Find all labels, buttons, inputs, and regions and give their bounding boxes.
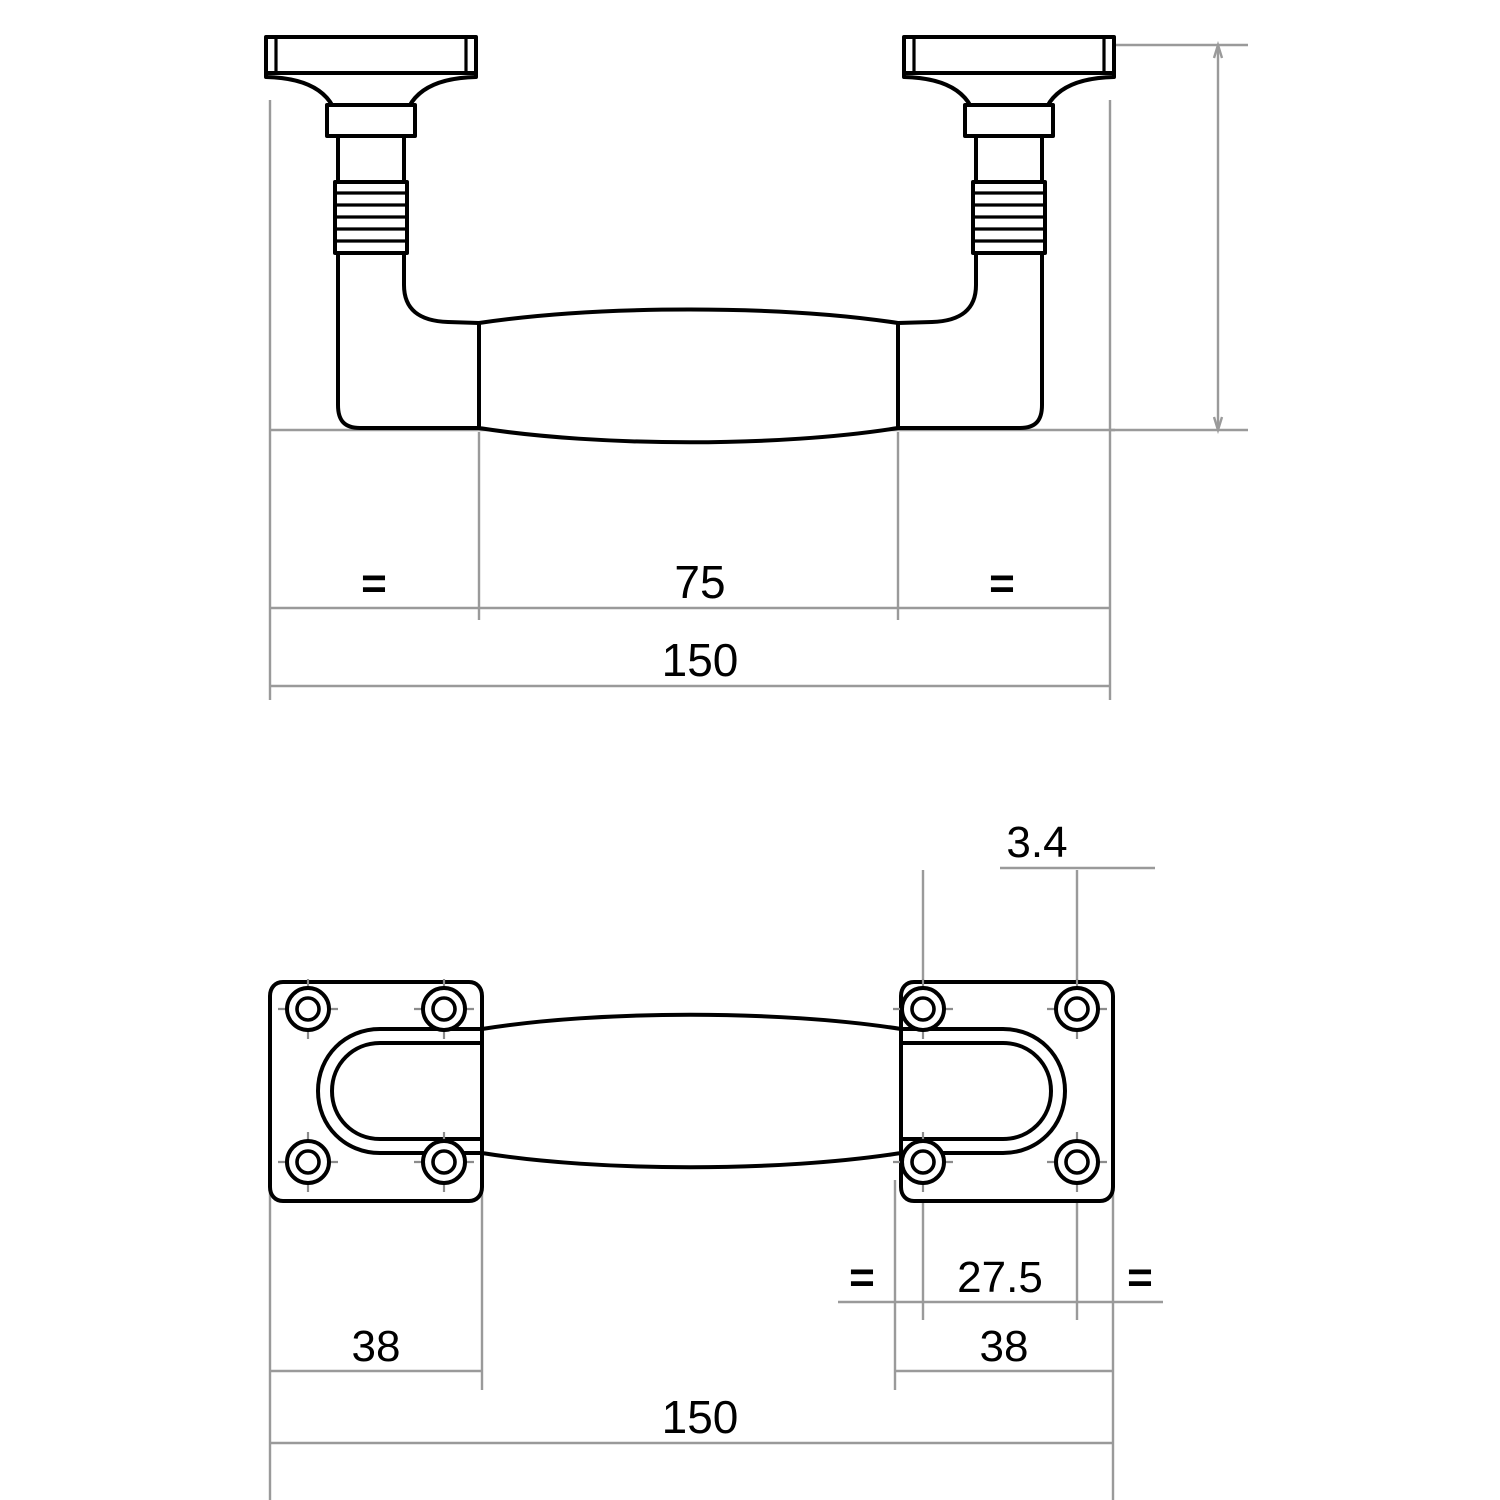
grip-barrel-outline: [477, 307, 900, 445]
right-plate-screw-hole-tr: [1047, 979, 1107, 1039]
dimension-equal-right-plan-label: =: [1127, 1253, 1153, 1302]
dimension-plate-width-38-left: 38: [270, 1322, 482, 1373]
right-rosette-assembly: [896, 35, 1116, 430]
dimension-plate-width-38-right: 38: [895, 1322, 1113, 1373]
plan-right-plate: [893, 979, 1115, 1203]
dimension-equal-left-label: =: [361, 559, 387, 608]
right-plate-screw-hole-br: [1047, 1132, 1107, 1192]
left-neck-upper: [336, 134, 406, 184]
dimension-overall-150-plan-label: 150: [662, 1391, 739, 1443]
right-knurl-band: [971, 180, 1047, 255]
dimension-equal-left-plan-label: =: [849, 1253, 875, 1302]
right-neck-upper: [974, 134, 1044, 184]
left-plate-screw-hole-tr: [414, 979, 474, 1039]
plan-view-grip: [480, 1012, 903, 1170]
right-boss-outer-arc: [899, 1027, 1067, 1155]
right-stem-elbow: [896, 251, 1044, 430]
plan-left-plate: [268, 979, 484, 1203]
right-plate-outline: [899, 980, 1115, 1203]
right-collar: [963, 103, 1055, 138]
dimension-plate-width-38-left-label: 38: [352, 1322, 401, 1371]
left-knurl-band: [333, 180, 409, 255]
dimension-row-equal-75-equal: = 75 =: [270, 556, 1110, 610]
left-plate-screw-hole-br: [414, 1132, 474, 1192]
dimension-equal-right-label: =: [989, 559, 1015, 608]
right-plate-screw-hole-bl: [893, 1132, 953, 1192]
screw-inner-tl-right: [910, 996, 936, 1022]
arrow-height-68-top: [1212, 40, 1224, 59]
left-rosette-assembly: [264, 35, 481, 430]
screw-inner-br-left: [431, 1149, 457, 1175]
screw-inner-bl-right: [910, 1149, 936, 1175]
dimension-height-68: 68: [1212, 40, 1224, 435]
dimension-overall-150-label: 150: [662, 634, 739, 686]
side-view-grip: [477, 307, 900, 445]
left-boss-outer-arc: [316, 1027, 484, 1155]
right-cap-plate: [902, 35, 1116, 75]
dimension-hole-3-4-label: 3.4: [1006, 818, 1067, 867]
dimension-hole-spacing-27-5-label: 27.5: [957, 1253, 1043, 1302]
plan-view: 3.4: [268, 818, 1163, 1500]
plan-grip-barrel-outline: [480, 1012, 903, 1170]
screw-inner-tr-left: [431, 996, 457, 1022]
dimension-hole-3-4: 3.4: [1000, 818, 1155, 870]
right-boss-inner-arc: [899, 1041, 1053, 1141]
left-plate-screw-hole-bl: [278, 1132, 338, 1192]
dimension-row-equal-275-equal: = 27.5 =: [838, 1253, 1163, 1304]
dimension-overall-150: 150: [270, 634, 1110, 688]
side-elevation-view: 68 = 75 = 150: [264, 35, 1248, 700]
left-stem-elbow: [336, 251, 481, 430]
dimension-grip-75-label: 75: [674, 556, 725, 608]
screw-inner-bl-left: [295, 1149, 321, 1175]
left-plate-screw-hole-tl: [278, 979, 338, 1039]
left-boss-inner-arc: [330, 1041, 484, 1141]
screw-inner-tr-right: [1064, 996, 1090, 1022]
dimension-overall-150-plan: 150: [270, 1391, 1113, 1445]
screw-inner-tl-left: [295, 996, 321, 1022]
dimension-plate-width-38-right-label: 38: [980, 1322, 1029, 1371]
screw-inner-br-right: [1064, 1149, 1090, 1175]
left-collar: [325, 103, 417, 138]
left-cap-plate: [264, 35, 478, 75]
arrow-height-68-bottom: [1212, 416, 1224, 435]
right-plate-screw-hole-tl: [893, 979, 953, 1039]
